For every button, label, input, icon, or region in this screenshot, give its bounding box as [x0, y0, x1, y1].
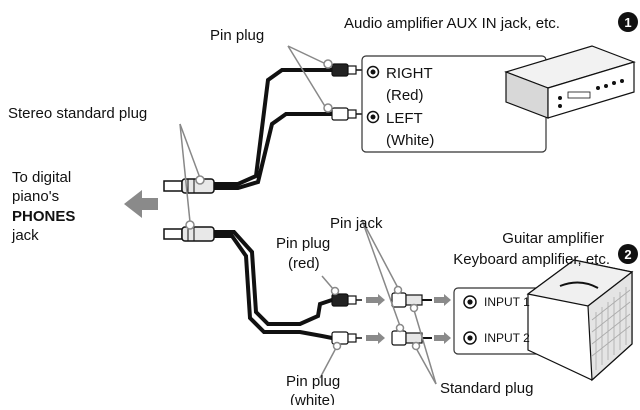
pin-jack-pointers: [361, 219, 405, 333]
pin-plug-red-pointer: [321, 275, 340, 296]
pin-plug-white-label-2: (white): [290, 392, 335, 405]
guitar-amplifier-icon: [526, 259, 634, 382]
standard-plug-pointers: [409, 303, 437, 385]
section-1-badge: 1: [618, 12, 638, 32]
section-1-number: 1: [624, 15, 631, 30]
aux-left-color: (White): [386, 132, 434, 149]
pin-plug-white-pointer: [319, 341, 342, 379]
guitar-amp-title-1: Guitar amplifier: [502, 230, 604, 247]
aux-left-label: LEFT: [386, 110, 423, 127]
pin-plug-label: Pin plug: [210, 27, 264, 44]
to-piano-line1: To digital: [12, 169, 71, 186]
pin-plug-left-aux: [331, 107, 362, 121]
to-piano-line4: jack: [11, 227, 39, 244]
cable-to-guitar-white: [212, 234, 334, 340]
aux-left-jack-icon: [366, 110, 380, 124]
pin-plug-red-guitar: [331, 293, 362, 307]
input-1-label: INPUT 1: [484, 295, 530, 309]
to-piano-line2: piano's: [12, 188, 59, 205]
aux-right-label: RIGHT: [386, 65, 433, 82]
guitar-amp-title-2: Keyboard amplifier, etc.: [453, 251, 610, 268]
stereo-plug-label: Stereo standard plug: [8, 105, 147, 122]
pin-plug-white-guitar: [331, 331, 362, 345]
standard-plug-label: Standard plug: [440, 380, 533, 397]
stereo-plug-pointers: [179, 123, 205, 230]
aux-right-color: (Red): [386, 87, 424, 104]
cable-to-aux-right: [212, 68, 334, 186]
audio-amplifier-icon: [504, 45, 636, 119]
pin-jack-adapter-2: [391, 330, 432, 346]
stereo-plug-top: [163, 178, 215, 194]
input-2-jack-icon: [463, 331, 477, 345]
insert-arrows: [366, 294, 451, 344]
stereo-plug-bottom: [163, 226, 215, 242]
cable-to-aux-left: [212, 112, 334, 190]
pin-plug-red-label-1: Pin plug: [276, 235, 330, 252]
to-piano-phones: PHONES: [12, 208, 75, 225]
pin-plug-pointers: [287, 45, 333, 113]
direction-arrow-icon: [124, 190, 158, 218]
input-2-label: INPUT 2: [484, 331, 530, 345]
section-2-badge: 2: [618, 244, 638, 264]
input-1-jack-icon: [463, 295, 477, 309]
aux-right-jack-icon: [366, 65, 380, 79]
pin-plug-right-aux: [331, 63, 362, 77]
cables: [212, 68, 334, 340]
pin-plug-white-label-1: Pin plug: [286, 373, 340, 390]
cable-to-guitar-red: [212, 230, 334, 326]
aux-title: Audio amplifier AUX IN jack, etc.: [344, 15, 560, 32]
pin-plug-red-label-2: (red): [288, 255, 320, 272]
section-2-number: 2: [624, 247, 631, 262]
pin-jack-label: Pin jack: [330, 215, 383, 232]
